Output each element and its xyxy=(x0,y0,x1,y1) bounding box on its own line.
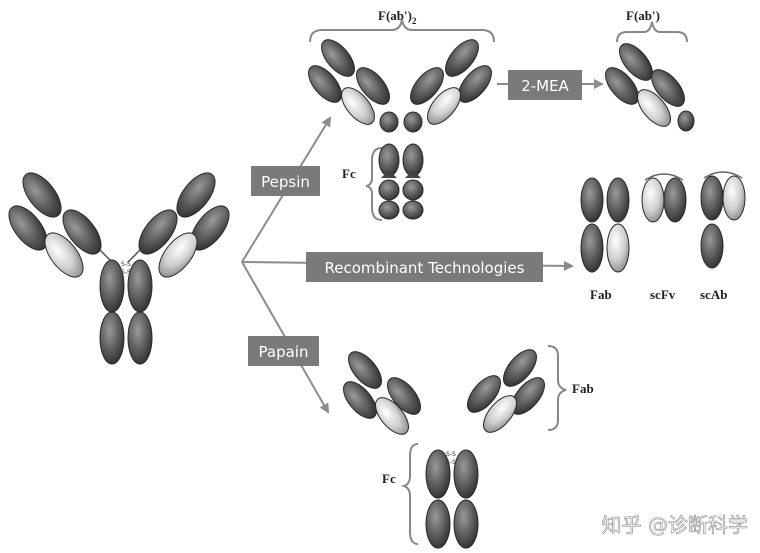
light-domain xyxy=(158,232,198,278)
fc-bottom-label: Fc xyxy=(382,471,396,486)
recombinant-box: Recombinant Technologies xyxy=(306,252,543,282)
papain-fc-fragment: Fc S-S S-S xyxy=(382,443,479,549)
fab2-label: F(ab')2 xyxy=(378,8,417,26)
heavy-domain xyxy=(138,209,178,255)
fc-top-label: Fc xyxy=(342,166,356,181)
papain-box: Papain xyxy=(248,336,319,366)
scab-fragment-label: scAb xyxy=(700,287,727,302)
disulfide-bond-label: S-S xyxy=(446,451,456,458)
pepsin-label: Pepsin xyxy=(261,173,310,191)
intact-antibody: S-S S-S xyxy=(8,172,230,365)
heavy-domain xyxy=(22,172,62,218)
disulfide-bond-label: S-S xyxy=(446,459,456,466)
fab-papain-label: Fab xyxy=(572,381,594,396)
mea-box: 2-MEA xyxy=(508,70,582,100)
heavy-domain xyxy=(62,209,102,255)
heavy-domain xyxy=(176,172,216,218)
pepsin-box: Pepsin xyxy=(251,166,320,196)
fab1-label: F(ab') xyxy=(626,8,660,23)
fc-domain xyxy=(127,311,153,365)
fc-domain xyxy=(99,311,125,365)
fab-fragment-label: Fab xyxy=(590,287,612,302)
light-domain xyxy=(44,232,84,278)
recombinant-label: Recombinant Technologies xyxy=(325,259,525,277)
scfv-fragment: scFv xyxy=(641,173,687,302)
mea-label: 2-MEA xyxy=(521,77,569,95)
disulfide-bond-label: S-S xyxy=(121,261,131,268)
fab1-fragment: F(ab') xyxy=(605,8,695,132)
watermark-text: 知乎 @诊断科学 xyxy=(602,513,748,537)
fc-domain xyxy=(127,259,153,313)
papain-fab-pair: Fab xyxy=(343,345,594,435)
fab-recombinant: Fab xyxy=(580,177,630,302)
papain-label: Papain xyxy=(259,343,309,361)
scab-fragment: scAb xyxy=(700,171,746,302)
scfv-fragment-label: scFv xyxy=(650,287,676,302)
light-domain xyxy=(8,205,48,251)
fab2-fragment: F(ab')2 xyxy=(308,8,495,133)
disulfide-bond-label: S-S xyxy=(121,269,131,276)
fc-top-fragment: Fc xyxy=(342,143,424,221)
